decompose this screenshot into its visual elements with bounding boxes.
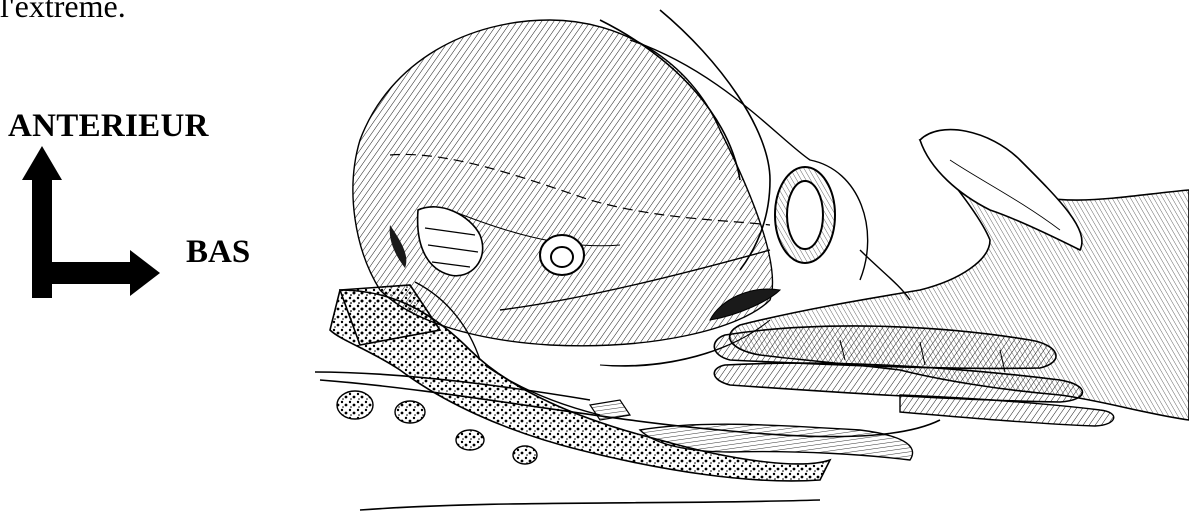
- down-direction-label: BAS: [186, 234, 250, 271]
- down-arrow-shaft: [32, 262, 134, 284]
- examiner-hand: [714, 130, 1189, 426]
- pubic-bone: [775, 167, 835, 263]
- caption-partial-text: l'extrême.: [0, 0, 126, 26]
- anterior-direction-label: ANTERIEUR: [8, 108, 209, 145]
- fetal-ear: [540, 235, 584, 275]
- orientation-axes-icon: [22, 146, 162, 302]
- anterior-arrow-head: [22, 146, 62, 180]
- down-arrow-head: [130, 250, 160, 296]
- anatomical-illustration: [300, 0, 1189, 525]
